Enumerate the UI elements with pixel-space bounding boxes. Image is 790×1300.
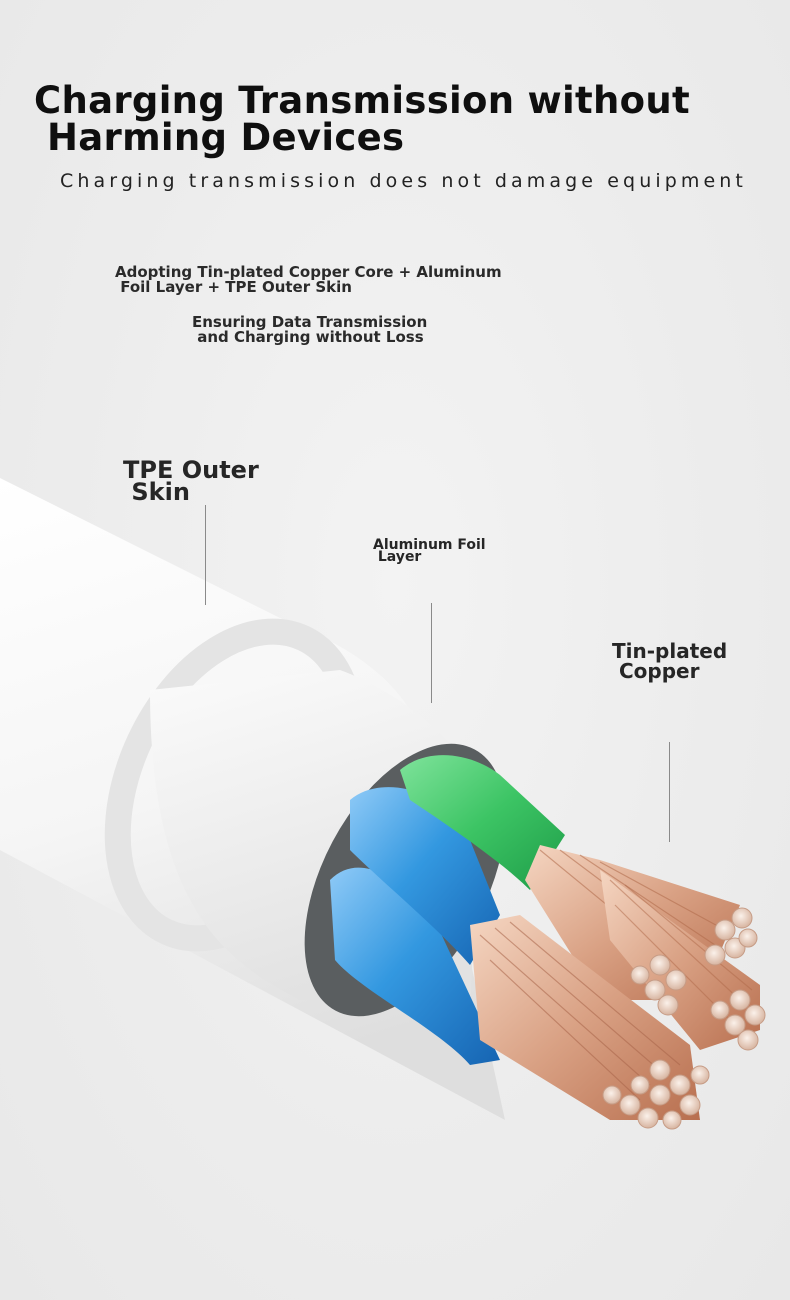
copper-strand-ends (602, 907, 766, 1130)
tpe-outer-skin-label: TPE Outer Skin (123, 456, 259, 506)
title-line-2: Harming Devices (47, 116, 405, 159)
page-subtitle: Charging transmission does not damage eq… (60, 170, 747, 192)
benefit-description: Ensuring Data Transmission and Charging … (192, 313, 428, 346)
copper-leader-line (669, 742, 670, 842)
tin-plated-copper-label: Tin-plated Copper (612, 639, 728, 683)
aluminum-foil-label: Aluminum Foil Layer (373, 537, 486, 565)
foil-leader-line (431, 603, 432, 703)
copper-bundle-lower (470, 915, 700, 1120)
blue-wire-lower (330, 867, 500, 1065)
title-line-1: Charging Transmission without (34, 79, 690, 122)
green-wire (400, 755, 565, 890)
material-description: Adopting Tin-plated Copper Core + Alumin… (115, 263, 502, 296)
page-title: Charging Transmission without Harming De… (34, 82, 764, 156)
tpe-leader-line (205, 505, 206, 605)
